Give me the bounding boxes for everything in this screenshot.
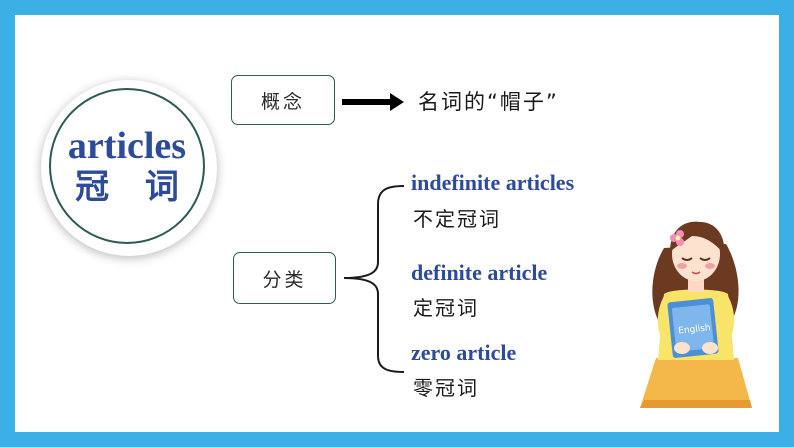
classification-box: 分类 [233,252,336,304]
title-english: articles [67,125,187,167]
item-chinese: 零冠词 [413,376,479,400]
left-brace-icon [343,185,405,373]
item-chinese: 不定冠词 [413,207,501,231]
item-chinese: 定冠词 [413,296,479,320]
item-english: definite article [411,260,548,285]
classification-label: 分类 [262,268,307,291]
concept-definition: 名词的“帽子” [418,90,559,114]
concept-label: 概念 [260,90,305,113]
title-chinese: 冠 词 [75,167,191,207]
item-english: zero article [411,340,517,365]
title-circle-inner: articles 冠 词 [49,88,205,244]
arrow-right-icon [342,93,404,111]
girl-with-book-illustration: English [640,221,752,408]
concept-box: 概念 [231,75,335,125]
title-circle: articles 冠 词 [41,80,217,256]
item-english: indefinite articles [411,170,575,195]
book-text: English [678,323,711,336]
